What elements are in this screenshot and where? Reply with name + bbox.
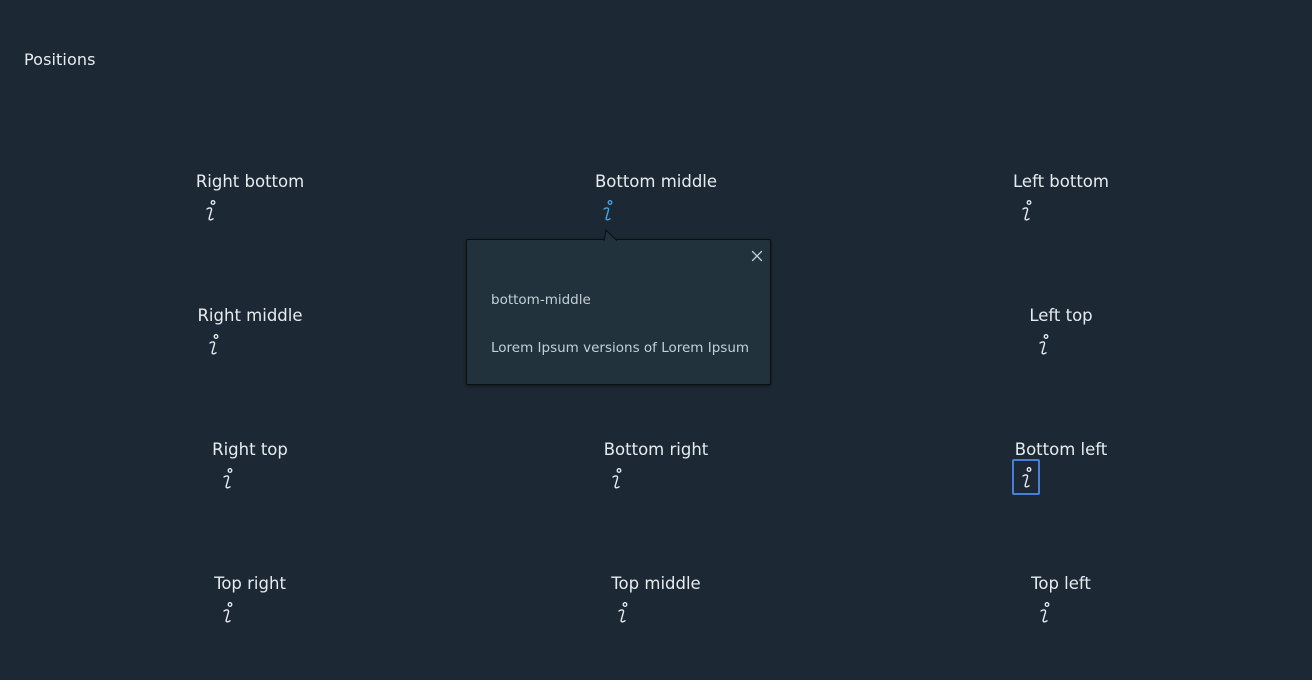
signpost-label: Top right: [214, 574, 286, 593]
signpost-label: Left top: [1029, 306, 1093, 325]
signpost-bottom-middle: Bottom middle: [556, 172, 756, 242]
info-icon: [223, 468, 233, 489]
info-trigger-left-bottom[interactable]: [1013, 194, 1037, 224]
info-icon: [1040, 602, 1050, 623]
info-icon: [618, 602, 628, 623]
signpost-label: Bottom right: [603, 440, 709, 459]
info-trigger-top-middle[interactable]: [609, 596, 633, 626]
signpost-right-top: Right top: [150, 440, 350, 510]
signpost-left-bottom: Left bottom: [961, 172, 1161, 242]
signpost-label: Right middle: [197, 306, 303, 325]
info-trigger-right-bottom[interactable]: [197, 194, 221, 224]
info-icon: [1022, 200, 1032, 221]
signpost-bottom-left: Bottom left: [961, 440, 1161, 510]
signpost-label: Top middle: [611, 574, 701, 593]
signpost-top-middle: Top middle: [556, 574, 756, 644]
info-trigger-bottom-right[interactable]: [603, 462, 627, 492]
signpost-label: Bottom middle: [594, 172, 718, 191]
signpost-label: Top left: [1031, 574, 1091, 593]
info-trigger-left-top[interactable]: [1030, 328, 1054, 358]
info-icon: [206, 200, 216, 221]
info-trigger-bottom-left[interactable]: [1012, 459, 1040, 495]
popover-title: bottom-middle: [491, 292, 591, 308]
signpost-top-left: Top left: [961, 574, 1161, 644]
close-button[interactable]: [750, 248, 764, 262]
info-trigger-right-middle[interactable]: [200, 328, 224, 358]
signpost-right-middle: Right middle: [150, 306, 350, 376]
info-icon: [1022, 467, 1032, 488]
signpost-left-top: Left top: [961, 306, 1161, 376]
info-icon: [223, 602, 233, 623]
info-trigger-top-right[interactable]: [214, 596, 238, 626]
signpost-top-right: Top right: [150, 574, 350, 644]
signpost-label: Left bottom: [1013, 172, 1109, 191]
signpost-popover: bottom-middle Lorem Ipsum versions of Lo…: [466, 229, 771, 385]
info-trigger-top-left[interactable]: [1031, 596, 1055, 626]
signpost-label: Right top: [212, 440, 288, 459]
info-icon: [209, 334, 219, 355]
info-icon: [1039, 334, 1049, 355]
signpost-label: Right bottom: [195, 172, 305, 191]
info-trigger-bottom-middle[interactable]: [594, 194, 618, 224]
signpost-label: Bottom left: [1014, 440, 1108, 459]
page-title: Positions: [24, 50, 96, 69]
popover-body: Lorem Ipsum versions of Lorem Ipsum: [491, 340, 750, 356]
info-trigger-right-top[interactable]: [214, 462, 238, 492]
signpost-bottom-right: Bottom right: [556, 440, 756, 510]
info-icon: [612, 468, 622, 489]
info-icon: [603, 200, 613, 221]
close-icon: [751, 250, 763, 262]
signpost-right-bottom: Right bottom: [150, 172, 350, 242]
